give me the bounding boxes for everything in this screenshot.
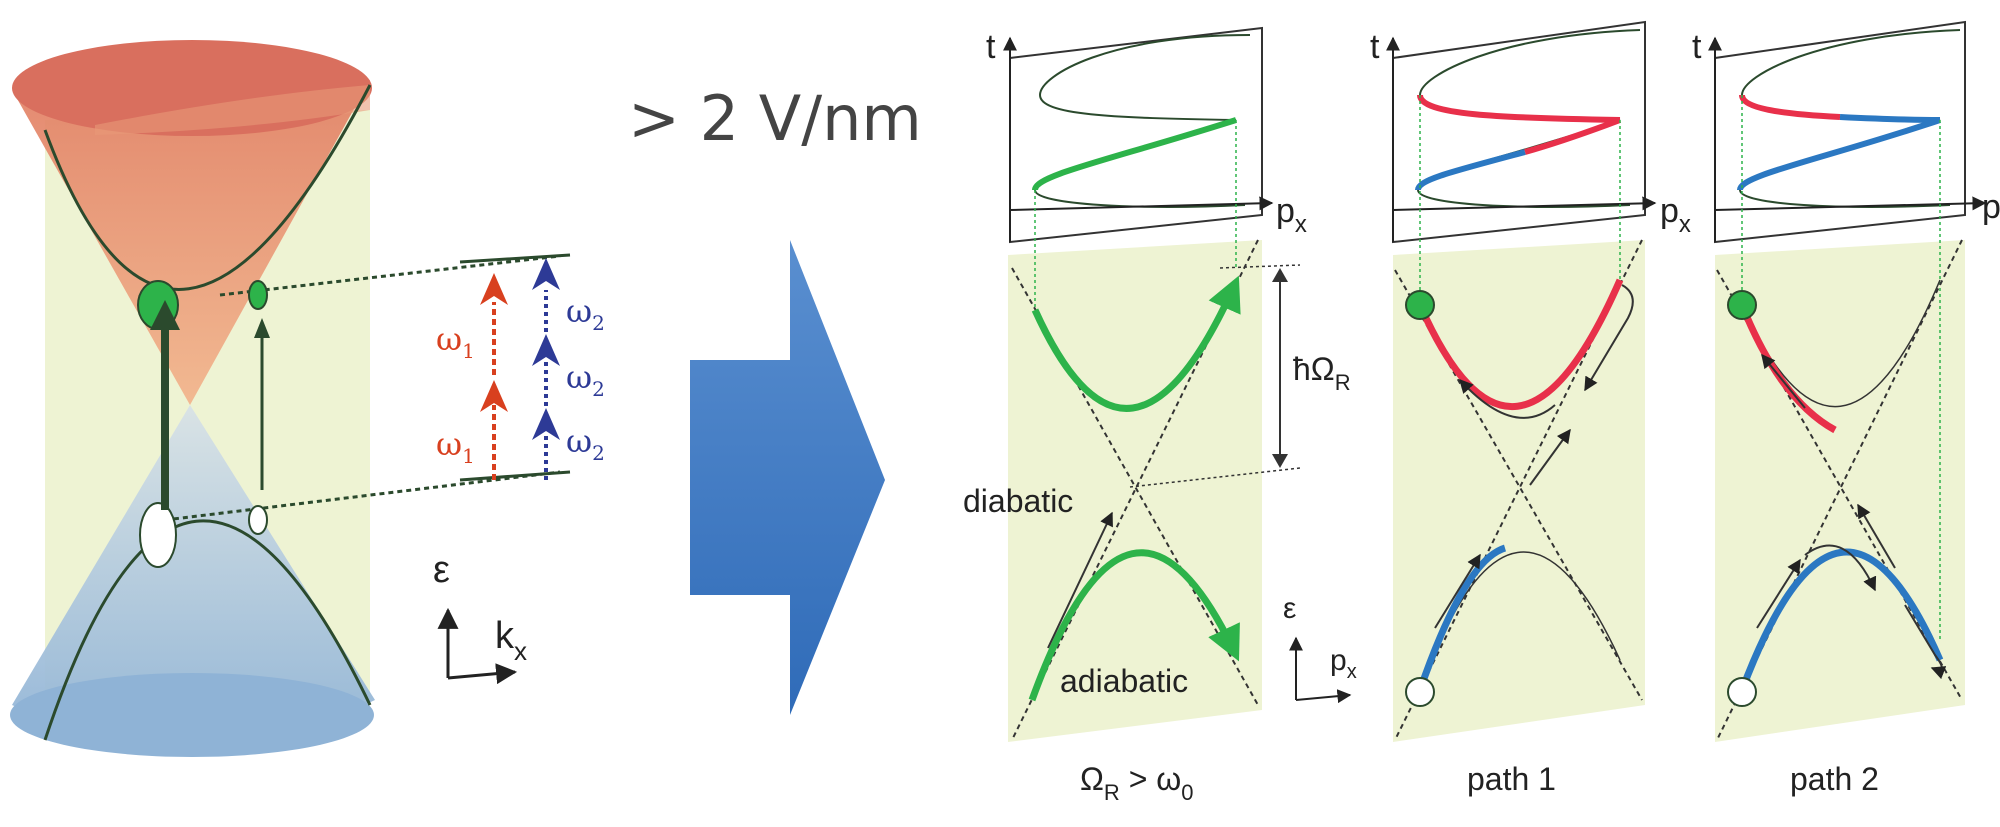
trajectory-blue-top [1839,114,1941,123]
trajectory-red-mid [1524,117,1622,155]
lower-cone [12,405,375,747]
gap-label: ħΩR [1293,351,1351,395]
trajectory-blue-mid [1415,149,1526,191]
upper-solid-connector [459,253,571,264]
hole-dot-small [248,505,268,535]
diabatic-label: diabatic [963,483,1073,519]
lower-cone-rim [10,673,374,757]
path-arrow-lower [1804,544,1877,592]
hole-dot [139,502,177,568]
energy-axis-label: ε [433,549,450,591]
px-axis-label: p [1982,188,2000,226]
valence-band [43,519,372,741]
omega1-bottom-label: ω1 [436,425,475,468]
photon-arrows: ω1 ω1 ω2 ω2 ω2 [436,258,605,480]
panel-path-1: t px path 1 [1370,20,1691,797]
trajectory-highlight-green [1032,117,1237,191]
upper-dashed-connector [219,254,561,297]
path-arrow-lower [1434,553,1481,629]
lower-band-blue [1738,548,1944,692]
upper-adiabatic-band [1031,275,1241,412]
p-axis-label-panel: px [1330,644,1357,683]
lower-adiabatic-band [1028,549,1240,702]
path-arrow-upper [1459,378,1556,419]
panel-caption: ΩR > ω0 [1080,761,1194,805]
diabatic-arrow [1047,511,1113,649]
gap-bottom-dotted [1129,467,1301,488]
hole-dot [1727,677,1757,707]
lower-band-blue [1416,544,1507,692]
path-arrow-upper [1761,353,1806,409]
big-right-arrow [690,240,885,715]
electron-dot [1405,290,1435,320]
omega2-label-2: ω2 [566,358,605,401]
path-turn-arrow [1584,284,1634,392]
electron-dot [1727,290,1757,320]
omega2-label-1: ω2 [566,292,605,335]
path-turn-arrow [1904,604,1947,680]
t-axis-label: t [986,28,996,66]
upper-cone-rim-light [95,85,370,135]
upper-cone [15,53,370,405]
k-axis-label: kx [495,615,527,666]
t-axis-label: t [1370,28,1380,66]
px-axis-label: px [1276,192,1307,238]
conduction-band [43,84,372,291]
trajectory-blue-mid [1737,117,1941,191]
omega1-top-label: ω1 [436,320,475,363]
lower-dashed-connector [164,470,561,522]
dirac-cone [10,40,571,757]
adiabatic-label: adiabatic [1060,663,1188,699]
cone-axes: ε kx [433,549,527,685]
t-axis-label: t [1692,28,1702,66]
energy-axis-label-panel: ε [1283,592,1296,625]
panel-omega: t px ħΩR diabatic adiabatic ε px ΩR > ω0 [963,26,1357,805]
px-axis-label: px [1660,192,1691,238]
panel-path-2: t p path 2 [1692,20,2000,797]
omega2-label-3: ω2 [566,422,605,465]
trajectory-red-top [1739,94,1841,120]
panel-caption: path 1 [1467,761,1556,797]
trajectory-red-top [1417,94,1621,123]
upper-band-red [1416,278,1624,410]
path-arrow-bottom [1756,558,1801,629]
lower-solid-connector [459,470,571,482]
path-arrow-diag [1857,503,1896,569]
field-strength-label: > 2 V/nm [628,82,922,155]
hole-dot [1405,677,1435,707]
path-arrow-diag [1529,428,1571,486]
excited-electron-dot-small [248,280,268,310]
gap-top-dotted [1219,264,1301,269]
panel-caption: path 2 [1790,761,1879,797]
